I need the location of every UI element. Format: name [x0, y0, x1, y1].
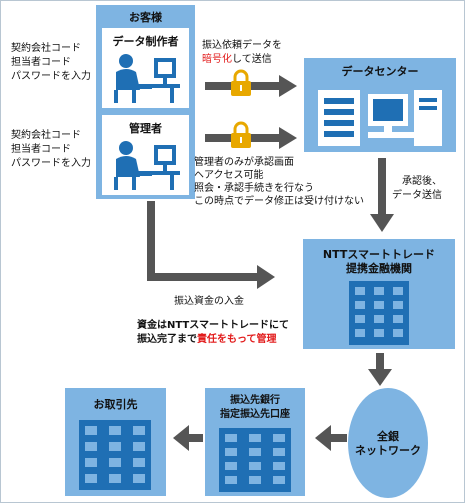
lock-icon	[231, 69, 251, 96]
down-arrow-to-ntt	[370, 158, 394, 232]
client-title: お取引先	[93, 398, 138, 411]
network-line1: 全銀	[377, 430, 399, 443]
creator-note-line3: パスワードを入力	[11, 71, 91, 82]
deposit-label: 振込資金の入金	[174, 296, 244, 307]
person-at-computer-icon	[114, 141, 180, 190]
send-text: して送信	[232, 54, 272, 65]
left-arrow-to-client	[173, 425, 203, 451]
creator-note-line2: 担当者コード	[11, 57, 71, 68]
bank-title-line1: 振込先銀行	[230, 395, 280, 406]
server-icon	[318, 90, 442, 146]
after-approval-line1: 承認後、	[402, 176, 442, 187]
building-icon	[79, 420, 151, 490]
building-icon	[219, 428, 291, 492]
approval-note-line3: 照会・承認手続きを行なう	[194, 183, 314, 194]
admin-note-line2: 担当者コード	[11, 144, 71, 155]
transfer-note-line2: 暗号化して送信	[202, 53, 272, 66]
admin-label: 管理者	[129, 122, 162, 135]
after-approval-line2: データ送信	[392, 190, 442, 201]
bank-panel: 振込先銀行 指定振込先口座	[205, 388, 305, 496]
customer-panel: お客様 データ制作者 管理者	[96, 5, 195, 199]
creator-note-line1: 契約会社コード	[11, 43, 81, 54]
ntt-title-line2: 提携金融機関	[346, 262, 412, 275]
creator-card: データ制作者	[102, 28, 189, 108]
ntt-title-line1: NTTスマートトレード	[322, 248, 436, 261]
admin-note-line3: パスワードを入力	[11, 158, 91, 169]
client-panel: お取引先	[65, 388, 166, 496]
approval-note-line4: この時点でデータ修正は受け付けない	[194, 196, 364, 207]
encrypted-text: 暗号化	[202, 54, 232, 65]
responsibility-line1: 資金はNTTスマートトレードにて	[137, 320, 289, 331]
down-arrow-to-network	[368, 353, 392, 386]
ntt-panel: NTTスマートトレード 提携金融機関	[303, 239, 455, 349]
creator-label: データ制作者	[112, 35, 179, 48]
until-complete-text: 振込完了まで	[137, 334, 197, 345]
transfer-note-line1: 振込依頼データを	[202, 40, 282, 51]
bank-title-line2: 指定振込先口座	[220, 409, 290, 420]
left-arrow-to-bank	[315, 425, 347, 451]
customer-title: お客様	[129, 11, 162, 24]
admin-card: 管理者	[102, 115, 189, 195]
admin-note-line1: 契約会社コード	[11, 130, 81, 141]
approval-note-line2: ヘアクセス可能	[194, 170, 264, 181]
building-icon	[349, 281, 409, 345]
network-circle: 全銀 ネットワーク	[348, 388, 428, 498]
responsibility-red-text: 責任をもって管理	[197, 334, 277, 345]
person-at-computer-icon	[114, 54, 180, 103]
responsibility-line2: 振込完了まで責任をもって管理	[137, 333, 277, 346]
approval-note-line1: 管理者のみが承認画面	[194, 157, 294, 168]
data-center-panel: データセンター	[304, 58, 456, 152]
deposit-arrow	[147, 201, 275, 289]
data-center-title: データセンター	[341, 65, 419, 78]
lock-icon	[231, 121, 251, 148]
network-line2: ネットワーク	[355, 444, 421, 457]
